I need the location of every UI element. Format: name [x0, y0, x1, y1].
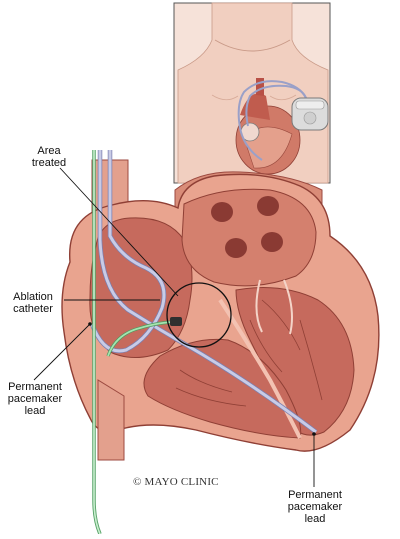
- label-area-treated: Area treated: [24, 145, 74, 169]
- label-area-treated-line1: Area: [37, 145, 61, 157]
- pacemaker-leads: [89, 150, 318, 434]
- leader-lines: [33, 167, 315, 487]
- label-pacemaker-lead-left-line3: lead: [24, 405, 46, 417]
- label-pacemaker-lead-left-line1: Permanent: [8, 381, 62, 393]
- label-pacemaker-lead-left: Permanent pacemaker lead: [0, 381, 70, 417]
- treated-area-circle: [166, 282, 232, 348]
- label-ablation-catheter: Ablation catheter: [2, 291, 64, 315]
- label-pacemaker-lead-bottom-line3: lead: [304, 513, 326, 525]
- label-area-treated-line2: treated: [31, 157, 67, 169]
- label-pacemaker-lead-left-line2: pacemaker: [7, 393, 63, 405]
- pacemaker-device-icon: [291, 97, 329, 131]
- label-pacemaker-lead-bottom: Permanent pacemaker lead: [280, 489, 350, 525]
- chest-inset: [173, 2, 331, 184]
- copyright-text: © MAYO CLINIC: [133, 476, 219, 488]
- label-pacemaker-lead-bottom-line2: pacemaker: [287, 501, 343, 513]
- inset-heart: [235, 78, 301, 175]
- label-pacemaker-lead-bottom-line1: Permanent: [288, 489, 342, 501]
- label-ablation-catheter-line1: Ablation: [13, 291, 53, 303]
- label-ablation-catheter-line2: catheter: [13, 303, 53, 315]
- ablation-catheter: [92, 150, 182, 535]
